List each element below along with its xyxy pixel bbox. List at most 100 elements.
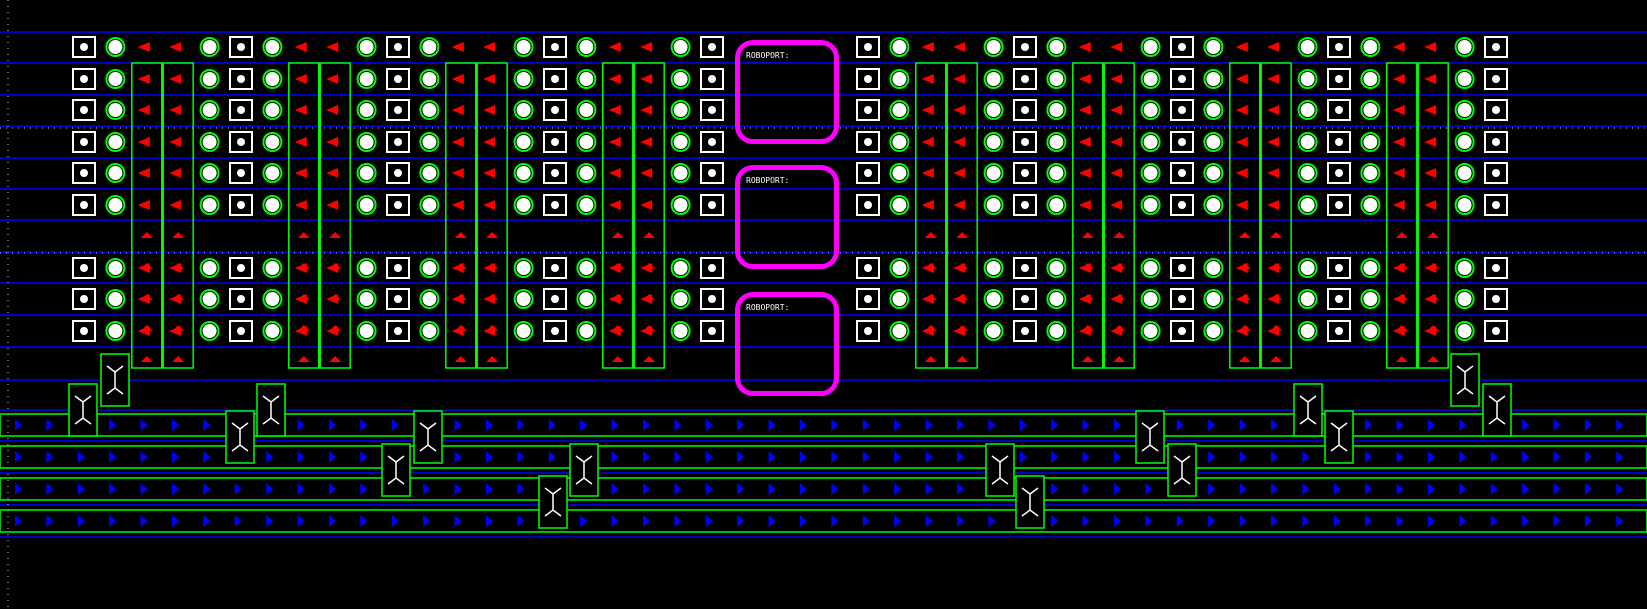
belt-arrow-icon <box>737 451 745 463</box>
roboport-label: ROBOPORT: <box>746 303 790 312</box>
lamp-icon <box>576 289 597 309</box>
lamp-icon <box>1143 135 1158 149</box>
belt-arrow-icon <box>643 451 650 463</box>
lamp-icon <box>262 195 283 215</box>
chest-icon <box>1178 75 1186 83</box>
belt-arrow-icon <box>705 515 713 527</box>
belt-arrow-icon <box>611 325 624 331</box>
chest-icon <box>1178 327 1186 335</box>
chest-icon <box>864 169 872 177</box>
lamp-icon <box>516 135 531 149</box>
roboport[interactable]: ROBOPORT: <box>735 40 839 144</box>
chest-icon <box>1178 264 1186 272</box>
lamp-icon <box>1457 261 1472 275</box>
inserter-arrow-icon <box>640 200 653 210</box>
lamp-icon <box>419 100 440 120</box>
roboport[interactable]: ROBOPORT: <box>735 292 839 396</box>
lamp-icon <box>889 69 910 89</box>
lamp-icon <box>265 166 280 180</box>
lamp-icon <box>670 289 691 309</box>
inserter-arrow-icon <box>294 168 307 178</box>
lamp-icon <box>422 103 437 117</box>
chest-icon <box>1178 169 1186 177</box>
belt-lane <box>288 62 320 369</box>
chest-icon <box>1335 75 1343 83</box>
lamp-icon <box>202 103 217 117</box>
lamp-icon <box>262 132 283 152</box>
belt-arrow-icon <box>1082 515 1090 527</box>
lamp-icon <box>579 198 594 212</box>
lamp-icon <box>889 100 910 120</box>
belt-arrow-icon <box>1176 515 1184 527</box>
belt-arrow-icon <box>925 419 933 431</box>
chest-icon <box>1492 106 1500 114</box>
lamp-icon <box>516 292 531 306</box>
belt-arrow-icon <box>1113 263 1126 269</box>
belt-arrow-icon <box>391 419 399 431</box>
lamp-icon <box>889 195 910 215</box>
lamp-icon <box>356 195 377 215</box>
belt-arrow-icon <box>46 419 54 431</box>
lamp-icon <box>670 163 691 183</box>
lamp-icon <box>1457 135 1472 149</box>
lamp-icon <box>265 103 280 117</box>
chest-icon <box>1021 43 1029 51</box>
lamp-icon <box>1300 103 1315 117</box>
splitter-icon <box>1488 395 1506 425</box>
belt-arrow-icon <box>548 451 556 463</box>
belt-arrow-icon <box>486 483 493 495</box>
inserter-arrow-icon <box>953 200 966 210</box>
lamp-icon <box>983 132 1004 152</box>
chest-icon <box>856 99 880 121</box>
lamp-icon <box>579 40 594 54</box>
belt-arrow-icon <box>266 451 274 463</box>
lamp-icon <box>1140 289 1161 309</box>
inserter-arrow-icon <box>921 42 934 52</box>
belt-arrow-icon <box>1522 419 1530 431</box>
splitter-icon <box>1173 455 1191 485</box>
inserter-arrow-icon <box>1235 74 1248 84</box>
inserter-arrow-icon <box>483 137 496 147</box>
chest-icon <box>229 36 253 58</box>
belt-arrow-icon <box>1082 483 1090 495</box>
lamp-icon <box>108 166 123 180</box>
chest-icon <box>1021 138 1029 146</box>
inserter-arrow-icon <box>1267 200 1280 210</box>
chest-icon <box>700 257 724 279</box>
belt-arrow-icon <box>674 515 682 527</box>
splitter <box>100 353 130 407</box>
lamp-icon <box>1363 198 1378 212</box>
lamp-icon <box>576 132 597 152</box>
roboport[interactable]: ROBOPORT: <box>735 165 839 269</box>
belt-arrow-icon <box>925 515 933 527</box>
belt-arrow-icon <box>454 294 467 300</box>
chest-icon <box>80 295 88 303</box>
chest-icon <box>72 257 96 279</box>
belt-arrow-icon <box>1427 294 1440 300</box>
lamp-icon <box>670 195 691 215</box>
belt-arrow-icon <box>203 451 211 463</box>
chest-icon <box>229 162 253 184</box>
belt-arrow-icon <box>109 451 117 463</box>
belt-arrow-icon <box>329 294 342 300</box>
lamp-icon <box>422 135 437 149</box>
belt-arrow-icon <box>1208 419 1216 431</box>
belt-arrow-icon <box>297 451 305 463</box>
belt-arrow-icon <box>1490 515 1498 527</box>
belt-arrow-icon <box>800 419 807 431</box>
belt-arrow-icon <box>1459 451 1467 463</box>
lamp-icon <box>513 195 534 215</box>
lamp-icon <box>108 261 123 275</box>
belt-arrow-icon <box>956 232 969 238</box>
belt-arrow-icon <box>297 483 305 495</box>
chest-icon <box>237 201 245 209</box>
chest-icon <box>229 194 253 216</box>
inserter-arrow-icon <box>451 74 464 84</box>
chest-icon <box>1492 201 1500 209</box>
inserter-arrow-icon <box>1235 200 1248 210</box>
lamp-icon <box>1297 132 1318 152</box>
lamp-icon <box>1454 100 1475 120</box>
chest-icon <box>864 43 872 51</box>
belt-arrow-icon <box>1239 451 1247 463</box>
